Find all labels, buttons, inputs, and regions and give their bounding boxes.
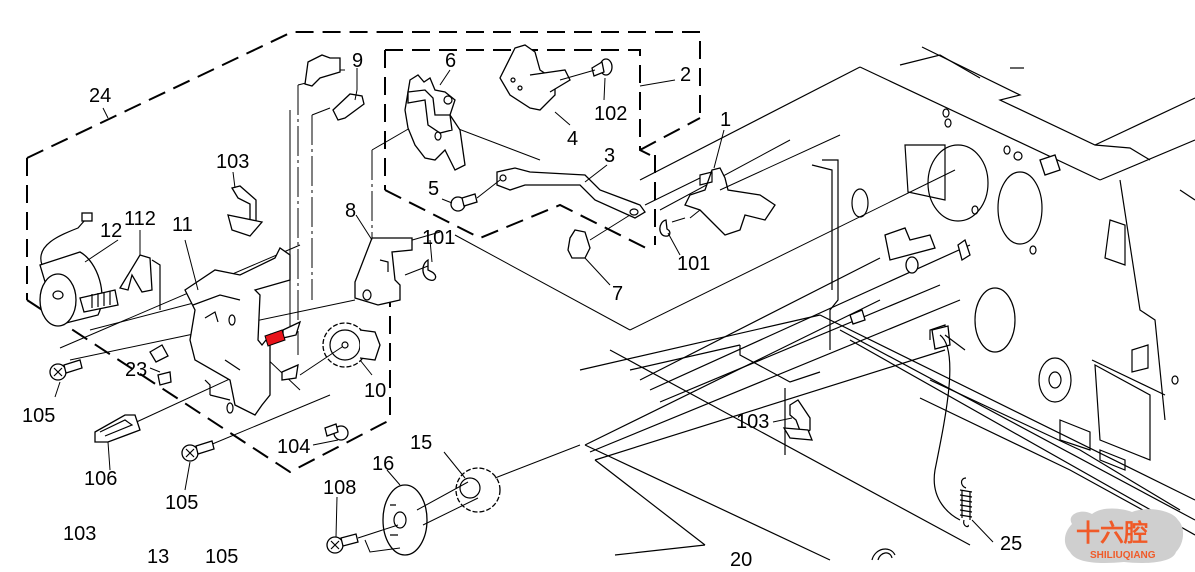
- callout-108: 108: [323, 477, 356, 499]
- alignment-lines: [59, 81, 956, 446]
- callout-105-b: 105: [165, 492, 198, 514]
- part-10-gear: [299, 322, 381, 376]
- callout-103-b: 103: [736, 411, 769, 433]
- callout-7: 7: [612, 283, 623, 305]
- part-101-e-ring-b: [659, 217, 686, 237]
- part-9-sensors: [304, 54, 365, 121]
- part-103-clip-mid: [782, 399, 813, 441]
- callout-101-a: 101: [422, 227, 455, 249]
- part-101-e-ring-a: [404, 258, 437, 281]
- callout-9: 9: [352, 50, 363, 72]
- callout-105-c: 105: [205, 546, 238, 568]
- part-7-clip: [567, 214, 631, 259]
- part-108-screw: [326, 524, 401, 554]
- part-25-spring: [959, 477, 973, 528]
- callout-24: 24: [89, 85, 111, 107]
- callout-104: 104: [277, 436, 310, 458]
- callout-13: 13: [147, 546, 169, 568]
- part-11-bracket: [184, 247, 291, 416]
- callout-15: 15: [410, 432, 432, 454]
- part-4-sector-lever: [499, 44, 571, 111]
- part-104-screw: [324, 423, 349, 441]
- part-1-toothed-lever: [644, 134, 841, 236]
- callout-11: 11: [172, 214, 193, 236]
- part-8-block: [354, 237, 413, 306]
- callout-3: 3: [604, 145, 615, 167]
- part-105-screw-a: [49, 359, 83, 381]
- part-6-gear-plate: [404, 74, 466, 171]
- callout-12: 12: [100, 220, 122, 242]
- part-3-link-arm: [496, 167, 646, 219]
- assembly-24-boundary: [26, 31, 400, 474]
- callout-103-c: 103: [63, 523, 96, 545]
- part-5-screw: [450, 179, 501, 212]
- part-12-motor: [39, 212, 119, 327]
- callout-16: 16: [372, 453, 394, 475]
- red-pin-highlight[interactable]: [264, 329, 286, 347]
- callout-102: 102: [594, 103, 627, 125]
- part-15-gear: [416, 444, 581, 526]
- callout-1: 1: [720, 109, 731, 131]
- part-106-holder: [94, 414, 141, 443]
- callout-25: 25: [1000, 533, 1022, 555]
- callout-5: 5: [428, 178, 439, 200]
- callout-10: 10: [364, 380, 386, 402]
- part-105-screw-b: [181, 440, 215, 462]
- callout-labels: 24 9 6 4 102 2 1 3 5 7 101 101 103 112 1…: [22, 50, 1022, 571]
- callout-20: 20: [730, 549, 752, 571]
- callout-106: 106: [84, 468, 117, 490]
- watermark-text-en: SHILIUQIANG: [1090, 550, 1156, 561]
- callout-101-b: 101: [677, 253, 710, 275]
- part-20-partial: [871, 548, 896, 561]
- watermark-background: [1064, 508, 1184, 563]
- watermark-logo: 十六腔 SHILIUQIANG: [1064, 508, 1184, 563]
- part-23-sensors: [149, 344, 172, 386]
- callout-105-a: 105: [22, 405, 55, 427]
- callout-4: 4: [567, 128, 578, 150]
- main-frame: [639, 46, 1195, 526]
- shafts: [579, 227, 1195, 561]
- callout-23: 23: [125, 359, 147, 381]
- part-16-flange: [382, 484, 428, 556]
- callout-103-a: 103: [216, 151, 249, 173]
- part-103-clip-top: [227, 185, 264, 237]
- callout-2: 2: [680, 64, 691, 86]
- callout-112: 112: [124, 208, 156, 230]
- part-102-screw: [559, 58, 613, 81]
- part-112-bracket: [118, 254, 161, 310]
- callout-6: 6: [445, 50, 456, 72]
- leader-lines: [54, 68, 994, 543]
- highlighted-pin[interactable]: [264, 320, 302, 381]
- watermark-text-cn: 十六腔: [1076, 519, 1148, 547]
- callout-8: 8: [345, 200, 356, 222]
